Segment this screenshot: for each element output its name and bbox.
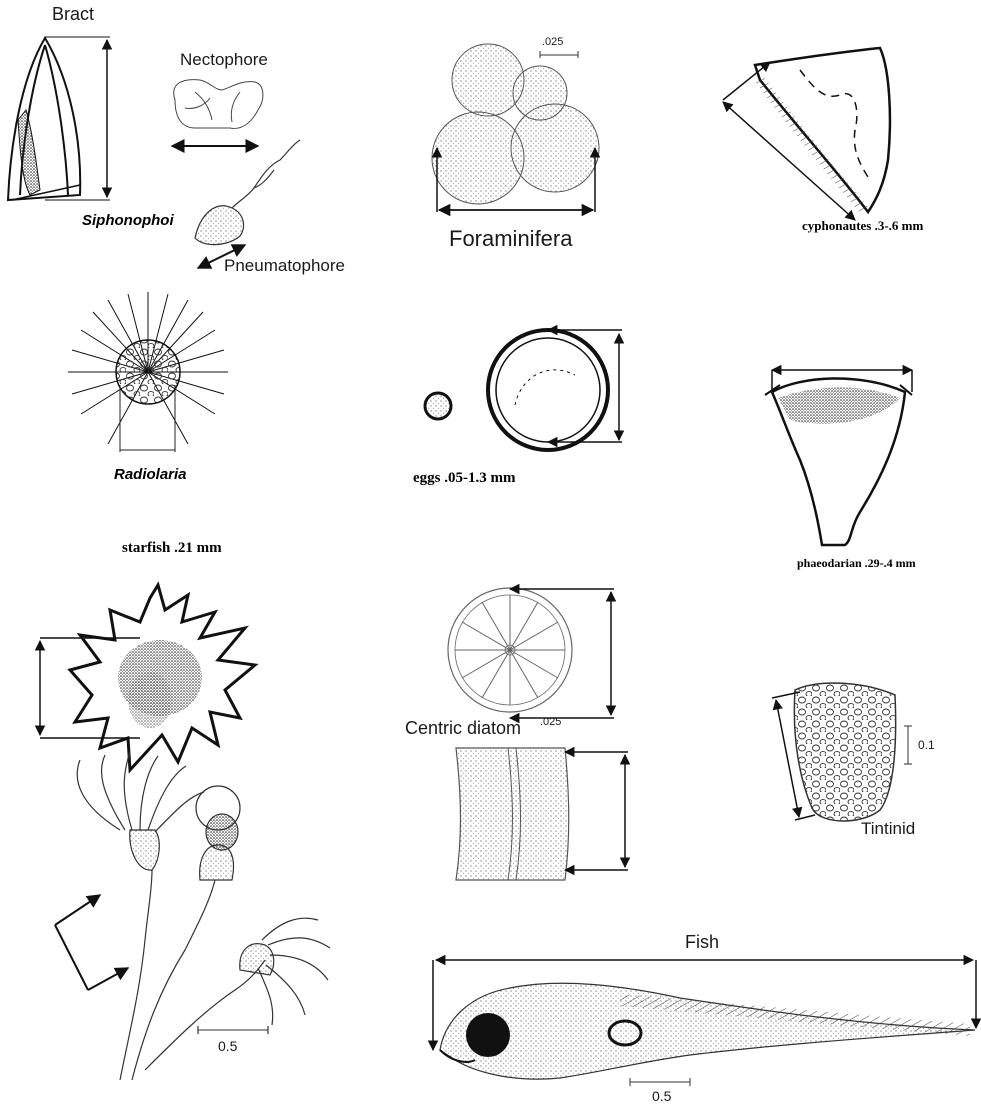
centric-diatom-drawing — [448, 588, 614, 718]
diatom-girdle-drawing — [456, 748, 628, 880]
pneumatophore-label: Pneumatophore — [224, 256, 345, 276]
fish-scale-label: 0.5 — [652, 1088, 671, 1104]
cyphonautes-label: cyphonautes .3-.6 mm — [802, 218, 923, 234]
foraminifera-scale-label: .025 — [542, 36, 563, 48]
siphonophore-label: Siphonophoi — [82, 212, 177, 229]
fish-label: Fish — [685, 932, 719, 953]
phaeodarian-label: phaeodarian .29-.4 mm — [797, 556, 916, 571]
eggs-drawing — [425, 330, 622, 450]
pneumatophore-drawing — [195, 140, 300, 268]
radiolaria-drawing — [68, 292, 228, 452]
tintinid-drawing — [772, 683, 912, 821]
bract-label: Bract — [52, 4, 94, 25]
starfish-drawing — [40, 585, 255, 770]
nectophore-drawing — [172, 80, 263, 146]
tintinid-label: Tintinid — [861, 819, 915, 839]
foraminifera-drawing — [432, 44, 599, 212]
starfish-label: starfish .21 mm — [122, 540, 222, 557]
tintinid-scale-label: 0.1 — [918, 738, 935, 752]
cyphonautes-drawing — [723, 48, 890, 220]
radiolaria-label: Radiolaria — [114, 466, 187, 483]
hydroid-scale-label: 0.5 — [218, 1038, 237, 1054]
diatom-scale-label: .025 — [540, 716, 561, 728]
phaeodarian-drawing — [765, 370, 912, 545]
foraminifera-label: Foraminifera — [449, 226, 572, 252]
fish-drawing — [433, 960, 976, 1086]
nectophore-label: Nectophore — [180, 50, 268, 70]
bract-drawing — [8, 37, 110, 200]
hydroid-drawing — [55, 752, 330, 1080]
centric-diatom-label: Centric diatom — [405, 718, 521, 739]
eggs-label: eggs .05-1.3 mm — [413, 470, 515, 487]
